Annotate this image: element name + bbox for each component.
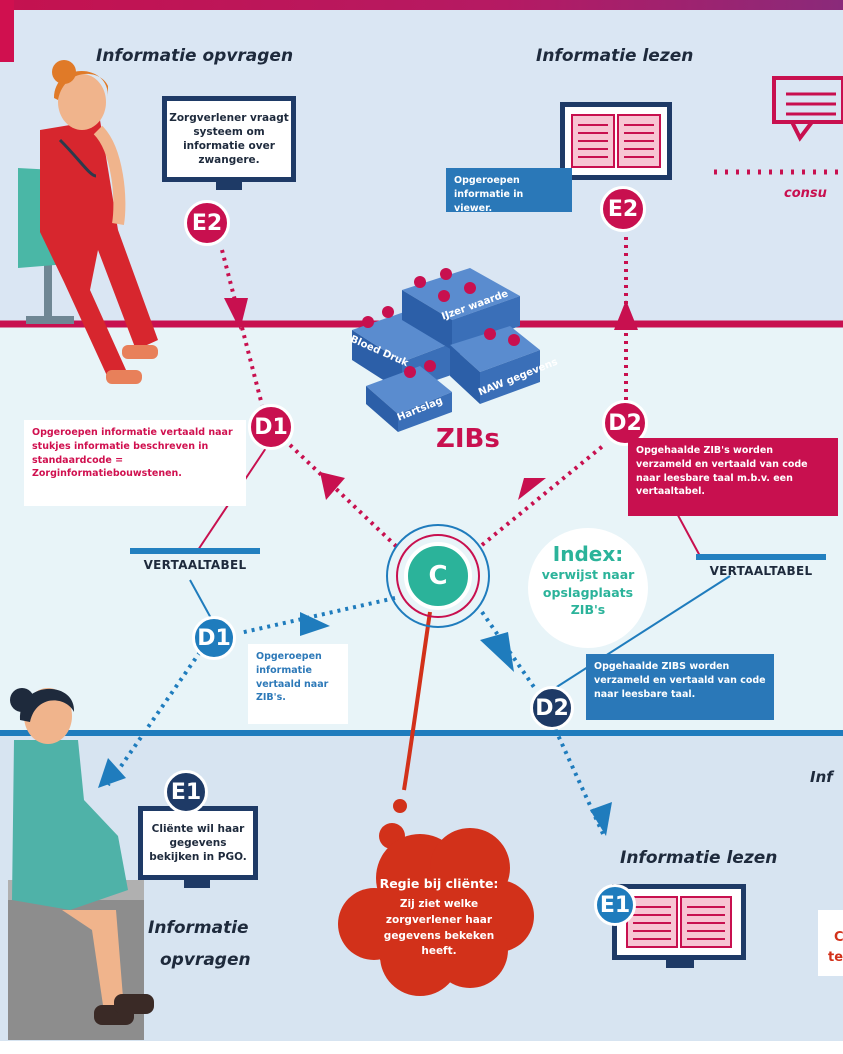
zorgverlener-monitor-text: Zorgverlener vraagt systeem om informati…: [169, 111, 289, 167]
note-d2-pink: Opgehaalde ZIB's worden verzameld en ver…: [628, 438, 838, 516]
d1-to-c-pink-arrowhead: [320, 472, 345, 500]
heading-informatie-bottom-line1: Informatie: [148, 918, 249, 938]
clientе-monitor: Cliënte wil haar gegevens bekijken in PG…: [138, 806, 258, 880]
d1-blue-to-vertaaltabel-line: [189, 579, 213, 621]
regie-line3: gegevens bekeken: [383, 929, 495, 942]
regie-line4: heeft.: [421, 945, 457, 958]
top-left-red-tab: [0, 0, 14, 62]
c-outer-ring: [386, 524, 490, 628]
zibs-title: ZIBs: [436, 424, 500, 454]
d1-to-c-pink-connector: [288, 443, 400, 550]
regie-line2: zorgverlener haar: [385, 913, 493, 926]
cloud-bubble-small: [393, 799, 407, 813]
regie-line1: Zij ziet welke: [399, 898, 479, 910]
c-to-d2-pink-arrowhead: [518, 478, 546, 500]
heading-informatie-opvragen-top: Informatie opvragen: [96, 46, 294, 66]
clientе-monitor-text: Cliënte wil haar gegevens bekijken in PG…: [149, 822, 247, 864]
viewer-caption: Opgeroepen informatie in viewer.: [446, 168, 572, 214]
index-title: Index:: [552, 542, 624, 566]
monitor-stand: [216, 182, 242, 190]
d2-blue-to-e1-arrowhead: [590, 802, 612, 836]
c-to-cloud-line: [402, 611, 432, 791]
vertaaltabel-left-label: VERTAALTABEL: [143, 558, 247, 572]
partial-right-box: [818, 910, 843, 976]
partial-consult-text: consu: [784, 186, 827, 201]
c-node: C: [404, 542, 472, 610]
badge-e1-left: E1: [164, 770, 208, 814]
viewer-monitor: [560, 102, 672, 180]
chat-icon: [772, 76, 843, 142]
e2-to-d1-arrowhead: [224, 298, 248, 330]
badge-d1-pink: D1: [248, 404, 294, 450]
badge-d1-blue: D1: [192, 616, 236, 660]
heading-informatie-lezen-top: Informatie lezen: [536, 46, 694, 66]
zibs-bricks: [352, 268, 540, 432]
c-to-d1-blue-connector: [239, 596, 396, 635]
vertaaltabel-right: VERTAALTABEL: [696, 554, 826, 578]
index-bubble: Index: verwijst naar opslagplaats ZIB's: [528, 528, 648, 648]
book-icon: [626, 896, 732, 948]
c-to-d1-blue-arrowhead: [300, 612, 330, 636]
e2-to-d1-connector: [220, 249, 264, 406]
regie-cloud-text: Regie bij cliënte: Zij ziet welke zorgve…: [354, 876, 524, 960]
partial-c-text: C: [834, 930, 843, 945]
badge-e2-left: E2: [184, 200, 230, 246]
d2-to-e2-arrowhead: [614, 300, 638, 330]
heading-informatie-lezen-bottom: Informatie lezen: [620, 848, 778, 868]
heading-opvragen-bottom-line2: opvragen: [160, 950, 251, 970]
zorgverlener-monitor: Zorgverlener vraagt systeem om informati…: [162, 96, 296, 182]
d1-blue-to-e1-connector: [106, 650, 202, 787]
monitor-stand: [184, 880, 210, 888]
c-to-d2-blue-arrowhead: [480, 632, 514, 672]
index-line1: verwijst naar: [541, 567, 635, 582]
d1-blue-to-e1-arrowhead: [98, 758, 126, 788]
note-d1-pink: Opgeroepen informatie vertaald naar stuk…: [24, 420, 246, 506]
c-to-d2-pink-connector: [480, 443, 606, 547]
vertaaltabel-right-label: VERTAALTABEL: [709, 564, 813, 578]
index-line2: opslagplaats: [542, 584, 634, 600]
vertaaltabel-left: VERTAALTABEL: [130, 548, 260, 572]
badge-d2-blue: D2: [530, 686, 574, 730]
top-band: [0, 0, 843, 322]
regie-cloud: [338, 828, 534, 996]
partial-te-text: te: [828, 950, 843, 965]
clientе-figure: [8, 688, 154, 1040]
regie-title: Regie bij cliënte:: [379, 876, 499, 891]
c-inner-ring: [396, 534, 480, 618]
index-line3: ZIB's: [570, 602, 606, 617]
zorgverlener-figure: [18, 60, 158, 384]
bottom-white-strip: [0, 1041, 843, 1054]
book-icon: [571, 114, 661, 168]
badge-e2-right: E2: [600, 186, 646, 232]
monitor-stand: [666, 960, 694, 968]
top-accent-bar: [0, 0, 843, 10]
note-d1-blue: Opgeroepen informatie vertaald naar ZIB'…: [248, 644, 348, 724]
badge-e1-right: E1: [594, 884, 636, 926]
d2-blue-to-vertaaltabel-line: [551, 575, 731, 691]
note-d2-blue: Opgehaalde ZIBS worden verzameld en vert…: [586, 654, 774, 720]
partial-info-text: Inf: [810, 768, 833, 786]
